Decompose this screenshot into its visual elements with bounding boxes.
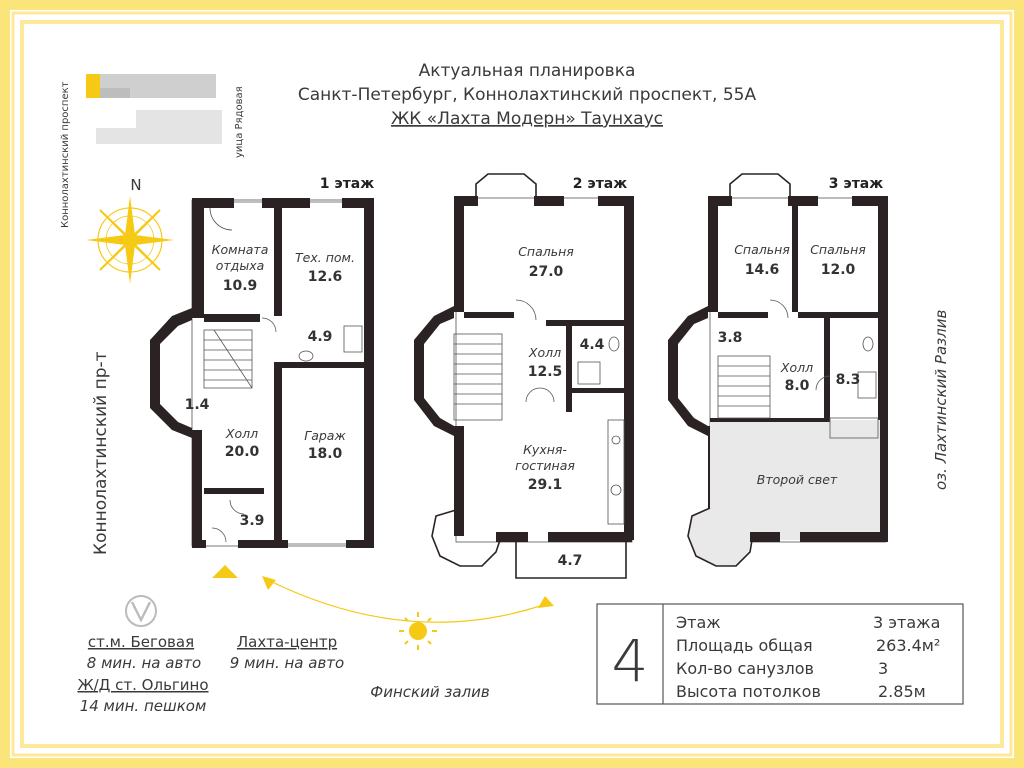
info-value-height: 2.85м — [878, 682, 926, 701]
center-name: Лахта-центр — [237, 633, 337, 651]
label-gulf: Финский залив — [370, 683, 490, 701]
header-address: Санкт-Петербург, Коннолахтинский проспек… — [298, 85, 757, 105]
center-travel-time: 9 мин. на авто — [230, 654, 344, 672]
rail-station-name: Ж/Д ст. Ольгино — [77, 676, 208, 694]
frame-inner-line — [11, 11, 1013, 757]
f1-vestibule-area: 3.9 — [240, 513, 265, 529]
f2-hall-name: Холл — [528, 345, 561, 360]
info-label-bathrooms: Кол-во санузлов — [676, 659, 814, 678]
floor-3-title: 3 этаж — [829, 176, 883, 192]
rail-travel-time: 14 мин. пешком — [80, 697, 207, 715]
f1-closet-area: 1.4 — [185, 397, 210, 413]
f3-bedroom1-name: Спальня — [734, 242, 790, 257]
info-value-floors: 3 этажа — [873, 613, 940, 632]
f2-bedroom-name: Спальня — [518, 244, 574, 259]
metro-travel-time: 8 мин. на авто — [87, 654, 201, 672]
map-street-left: Коннолахтинский проспект — [60, 81, 71, 228]
transport-info: ст.м. Беговая 8 мин. на авто Ж/Д ст. Оль… — [77, 595, 490, 715]
floor-2-plan: 2 этаж — [414, 173, 634, 579]
f1-rest-room-name-2: отдыха — [216, 258, 265, 273]
f2-kitchen-name-2: гостиная — [515, 458, 575, 473]
f3-bedroom2-area: 12.0 — [821, 262, 856, 278]
header-title: Актуальная планировка — [419, 61, 636, 81]
f1-garage-name: Гараж — [304, 428, 346, 443]
f2-hall-area: 12.5 — [528, 364, 563, 380]
f3-storage-area: 3.8 — [718, 330, 743, 346]
f1-rest-room-name-1: Комната — [212, 242, 269, 257]
f3-hall-area: 8.0 — [785, 378, 810, 394]
floor-2-title: 2 этаж — [573, 176, 627, 192]
label-left-street: Коннолахтинский пр-т — [91, 351, 111, 555]
f3-bedroom2-name: Спальня — [810, 242, 866, 257]
label-lake: оз. Лахтинский Разлив — [932, 310, 950, 490]
f1-hall-name: Холл — [225, 426, 258, 441]
entrance-marker-icon — [212, 565, 238, 578]
floor-3-plan: 3 этаж — [668, 173, 888, 567]
f1-rest-room-area: 10.9 — [223, 278, 258, 294]
info-number: 4 — [612, 627, 649, 695]
f2-balcony-area: 4.7 — [558, 553, 583, 569]
f3-second-light-name: Второй свет — [757, 472, 838, 487]
metro-icon — [125, 595, 157, 627]
map-street-right: уица Рядовая — [234, 86, 245, 158]
info-label-height: Высота потолков — [676, 682, 821, 701]
f1-hall-area: 20.0 — [225, 444, 260, 460]
compass-rose-icon: N — [86, 176, 174, 284]
info-label-floors: Этаж — [676, 613, 721, 632]
f1-bath-area: 4.9 — [308, 329, 333, 345]
f2-bedroom-area: 27.0 — [529, 264, 564, 280]
f3-second-light-fill — [710, 420, 880, 540]
f3-bedroom1-area: 14.6 — [745, 262, 780, 278]
f2-kitchen-area: 29.1 — [528, 477, 563, 493]
info-value-area: 263.4м² — [876, 636, 940, 655]
f1-tech-room-area: 12.6 — [308, 269, 343, 285]
f1-tech-room-name: Тех. пом. — [295, 250, 355, 265]
header-complex: ЖК «Лахта Модерн» Таунхаус — [391, 109, 663, 129]
location-map: Коннолахтинский проспект уица Рядовая — [60, 74, 245, 228]
f1-garage-area: 18.0 — [308, 446, 343, 462]
metro-station-name: ст.м. Беговая — [88, 633, 194, 651]
map-block-1b — [100, 88, 130, 98]
sun-icon — [399, 612, 437, 650]
info-value-bathrooms: 3 — [878, 659, 888, 678]
map-block-2 — [96, 110, 222, 144]
f2-kitchen-name-1: Кухня- — [523, 442, 567, 457]
map-marker-yellow — [86, 74, 100, 98]
f3-bath-area: 8.3 — [836, 372, 861, 388]
floor-1-plan: 1 этаж — [150, 176, 374, 578]
info-label-area: Площадь общая — [676, 636, 813, 655]
compass-north-label: N — [130, 176, 141, 194]
info-box: 4 Этаж 3 этажа Площадь общая 263.4м² Кол… — [596, 603, 964, 705]
f3-hall-name: Холл — [780, 360, 813, 375]
floor-1-title: 1 этаж — [320, 176, 374, 192]
sun-path — [262, 576, 554, 650]
f2-bath-area: 4.4 — [580, 337, 605, 353]
